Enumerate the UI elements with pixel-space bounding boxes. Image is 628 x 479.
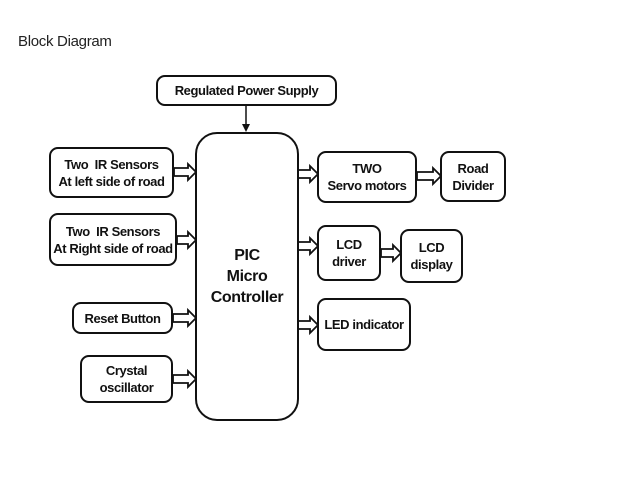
block-arrow-servo-to-road-divider (416, 165, 443, 187)
block-arrow-ir-right-to-controller (176, 229, 198, 251)
crystal-label-line1: Crystal (105, 363, 148, 378)
block-arrow-reset-to-controller (172, 307, 198, 329)
lcd-display-label-line1: LCD (418, 240, 445, 255)
lcd-driver-label-line1: LCD (336, 237, 362, 252)
ir-right-label-line1: Two IR Sensors (65, 223, 161, 239)
block-arrow-controller-to-led (297, 314, 320, 336)
lcd-driver-block: LCD driver (317, 225, 381, 281)
road-divider-label-line1: Road (457, 160, 489, 176)
block-arrow-ir-left-to-controller (173, 161, 198, 183)
lcd-display-block: LCD display (400, 229, 463, 283)
block-arrow-controller-to-lcd-driver (297, 235, 320, 257)
road-divider-label-line2: Divider (452, 177, 494, 193)
controller-label-line1: PIC (234, 247, 260, 264)
road-divider-block: Road Divider (440, 151, 506, 202)
page-title: Block Diagram (18, 33, 112, 50)
ir-left-label-line1: Two IR Sensors (64, 156, 159, 172)
crystal-oscillator-block: Crystal oscillator (80, 355, 173, 403)
servo-label-line1: TWO (352, 161, 382, 176)
led-indicator-block: LED indicator (317, 298, 411, 351)
ir-left-label-line2: At left side of road (58, 173, 165, 189)
lcd-driver-label-line2: driver (332, 254, 366, 269)
block-arrow-lcd-driver-to-lcd-display (380, 242, 403, 264)
reset-button-block: Reset Button (72, 302, 173, 334)
servo-motors-block: TWO Servo motors (317, 151, 417, 203)
reset-button-label: Reset Button (84, 310, 161, 326)
crystal-label-line2: oscillator (99, 380, 154, 395)
ir-sensors-right-block: Two IR Sensors At Right side of road (49, 213, 177, 266)
led-indicator-label: LED indicator (324, 317, 404, 332)
controller-label-line2: Micro (226, 268, 268, 285)
connector-power-to-controller (242, 105, 250, 132)
regulated-power-supply-label: Regulated Power Supply (174, 83, 319, 98)
block-arrow-controller-to-servo (297, 163, 320, 185)
pic-micro-controller-block: PIC Micro Controller (195, 132, 299, 421)
ir-sensors-left-block: Two IR Sensors At left side of road (49, 147, 174, 198)
controller-label-line3: Controller (210, 289, 284, 306)
lcd-display-label-line2: display (410, 257, 453, 272)
block-arrow-crystal-to-controller (172, 368, 198, 390)
servo-label-line2: Servo motors (327, 178, 407, 193)
regulated-power-supply-block: Regulated Power Supply (156, 75, 337, 106)
ir-right-label-line2: At Right side of road (53, 240, 173, 256)
